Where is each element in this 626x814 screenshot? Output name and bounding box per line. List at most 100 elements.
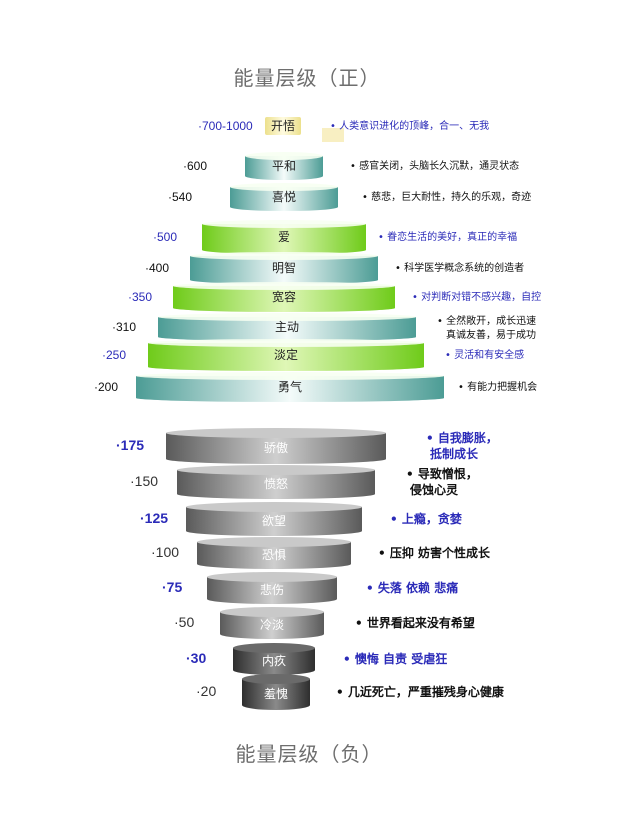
level-desc: • 世界看起来没有希望 [355, 615, 475, 630]
level-disc [202, 224, 366, 250]
level-label: 爱 [278, 230, 290, 244]
level-score: ·200 [94, 380, 118, 394]
level-disc [220, 612, 324, 634]
level-disc-top [158, 313, 416, 321]
level-disc-bottom [186, 526, 362, 536]
neg-level-0: 骄傲 ·175 • 自我膨胀，抵制成长 [116, 428, 498, 464]
level-disc-top [136, 372, 444, 380]
level-highlight [322, 128, 344, 142]
level-label: 恐惧 [262, 547, 286, 562]
level-disc-top [220, 607, 324, 617]
level-disc-top [166, 428, 386, 438]
level-disc-top [230, 183, 338, 191]
level-disc [173, 286, 395, 308]
level-disc-top [233, 643, 315, 653]
level-disc-bottom [136, 394, 444, 402]
level-disc-bottom [148, 363, 424, 371]
level-score: ·400 [145, 261, 169, 275]
neg-level-1: 愤怒 ·150 • 导致憎恨，侵蚀心灵 [130, 465, 478, 499]
neg-level-2: 欲望·125• 上瘾，贪婪 [140, 502, 462, 536]
level-score: ·600 [183, 159, 207, 173]
level-score: ·250 [102, 348, 126, 362]
level-disc-top [242, 674, 310, 684]
level-desc: 侵蚀心灵 [409, 482, 459, 497]
level-desc: • 导致憎恨， [406, 466, 478, 481]
level-disc [230, 187, 338, 207]
level-disc-bottom [245, 172, 323, 180]
level-desc: • 对判断对错不感兴趣，自控 [412, 290, 541, 303]
level-disc-bottom [166, 454, 386, 464]
level-label: 主动 [275, 320, 299, 334]
level-disc-top [173, 282, 395, 290]
level-label: 淡定 [274, 347, 298, 362]
level-desc: 抵制成长 [430, 446, 479, 461]
neg-level-6: 内疚 ·30 • 懊悔 自责 受虐狂 [186, 643, 447, 675]
level-disc-top [197, 537, 351, 547]
level-label: 明智 [272, 260, 296, 275]
level-disc-top [177, 465, 375, 475]
level-disc [158, 317, 416, 337]
level-desc: • 压抑 妨害个性成长 [378, 545, 491, 560]
level-disc-bottom [158, 333, 416, 341]
level-desc: • 自我膨胀， [426, 430, 498, 445]
level-disc-bottom [197, 559, 351, 569]
level-disc-bottom [230, 203, 338, 211]
level-label: 开悟 [271, 118, 295, 133]
level-disc-top [245, 152, 323, 160]
level-score: ·700-1000 [198, 119, 253, 133]
level-disc-top [148, 339, 424, 347]
level-score: ·20 [196, 683, 216, 699]
level-1: 平和·600• 感官关闭，头脑长久沉默，通灵状态 [183, 152, 519, 180]
level-disc [207, 577, 337, 599]
level-score: ·500 [153, 230, 177, 244]
level-desc: • 全然敞开，成长迅速 [437, 314, 536, 327]
level-2: 喜悦 ·540 • 慈悲，巨大耐性，持久的乐观，奇迹 [168, 183, 531, 211]
level-disc-bottom [233, 665, 315, 675]
level-disc-top [186, 502, 362, 512]
title-negative: 能量层级（负） [235, 742, 383, 766]
level-label: 勇气 [278, 379, 302, 394]
level-disc-top [202, 220, 366, 228]
level-label: 骄傲 [264, 440, 288, 455]
level-label: 宽容 [272, 289, 296, 304]
level-disc-bottom [202, 246, 366, 254]
level-score: ·30 [186, 650, 206, 666]
neg-level-5: 冷淡·50• 世界看起来没有希望 [174, 607, 475, 639]
level-7: 淡定 ·250 • 灵活和有安全感 [102, 339, 524, 371]
level-disc [233, 648, 315, 670]
level-disc [245, 156, 323, 176]
level-3: 爱 ·500 • 眷恋生活的美好，真正的幸福 [153, 220, 517, 254]
level-desc: • 几近死亡，严重摧残身心健康 [336, 684, 505, 699]
level-disc-bottom [173, 304, 395, 312]
level-score: ·540 [168, 190, 192, 204]
level-score: ·50 [174, 614, 194, 630]
level-score: ·100 [151, 544, 179, 560]
level-desc: • 眷恋生活的美好，真正的幸福 [378, 230, 517, 243]
level-score: ·150 [130, 473, 158, 489]
level-label: 欲望 [262, 514, 286, 528]
level-disc-top [190, 252, 378, 260]
level-label: 悲伤 [260, 582, 284, 597]
level-label: 愤怒 [264, 476, 288, 491]
level-desc: • 灵活和有安全感 [445, 348, 524, 361]
level-label: 喜悦 [272, 190, 296, 204]
level-disc [136, 376, 444, 398]
level-score: ·175 [116, 437, 144, 453]
level-desc: • 慈悲，巨大耐性，持久的乐观，奇迹 [362, 190, 531, 203]
level-0: 开悟·700-1000• 人类意识进化的顶峰，合一、无我 [198, 117, 489, 142]
neg-level-3: 恐惧 ·100 • 压抑 妨害个性成长 [151, 537, 491, 569]
level-score: ·125 [140, 510, 168, 526]
level-label: 内疚 [262, 653, 286, 668]
level-8: 勇气·200• 有能力把握机会 [94, 372, 537, 402]
level-desc: • 懊悔 自责 受虐狂 [343, 651, 447, 666]
level-disc-bottom [177, 489, 375, 499]
level-disc [265, 117, 301, 135]
title-positive: 能量层级（正） [233, 66, 381, 90]
level-desc: 真诚友善，易于成功 [446, 328, 536, 341]
level-disc-bottom [190, 276, 378, 284]
level-score: ·75 [162, 579, 182, 595]
level-disc-bottom [242, 700, 310, 710]
level-disc-bottom [207, 594, 337, 604]
